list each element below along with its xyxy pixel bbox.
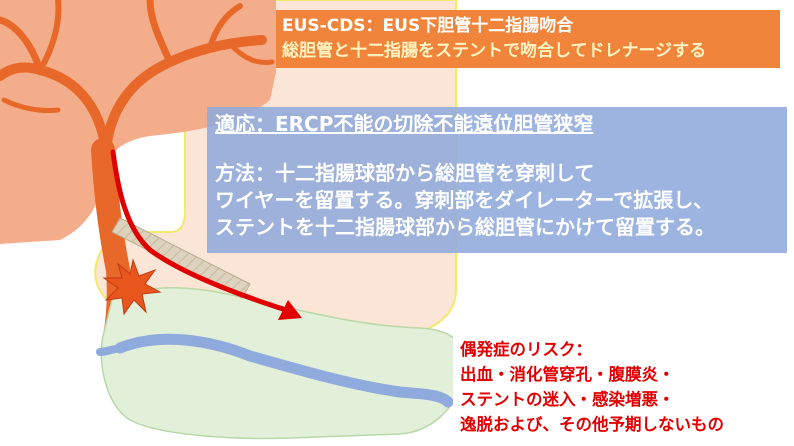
method-line-1: 方法：十二指腸球部から総胆管を穿刺して <box>215 161 595 185</box>
risk-heading: 偶発症のリスク： <box>460 340 592 359</box>
title-line-1: EUS-CDS：EUS下胆管十二指腸吻合 <box>282 16 574 36</box>
risk-line-1: 出血・消化管穿孔・腹膜炎・ <box>460 365 675 384</box>
risk-box: 偶発症のリスク： 出血・消化管穿孔・腹膜炎・ ステントの迷入・感染増悪・ 逸脱お… <box>453 334 788 442</box>
title-box: EUS-CDS：EUS下胆管十二指腸吻合 総胆管と十二指腸をステントで吻合してド… <box>276 10 780 68</box>
intrahepatic-bile-ducts <box>0 0 275 155</box>
pancreatic-duct <box>114 333 454 408</box>
liver-lower-lobe <box>0 168 108 244</box>
risk-line-2: ステントの迷入・感染増悪・ <box>460 390 675 409</box>
title-line-2: 総胆管と十二指腸をステントで吻合してドレナージする <box>282 41 707 61</box>
guidewire-arrow <box>110 149 289 313</box>
risk-line-3: 逸脱および、その他予期しないもの <box>460 415 724 434</box>
puncture-site-icon <box>102 258 162 316</box>
indication-text: 適応：ERCP不能の切除不能遠位胆管狭窄 <box>215 112 594 136</box>
method-line-2: ワイヤーを留置する。穿刺部をダイレーターで拡張し、 <box>215 188 714 212</box>
method-line-3: ステントを十二指腸球部から総胆管にかけて留置する。 <box>215 215 715 239</box>
procedure-box: 適応：ERCP不能の切除不能遠位胆管狭窄 方法：十二指腸球部から総胆管を穿刺して… <box>207 107 787 253</box>
arrow-head <box>278 300 302 320</box>
